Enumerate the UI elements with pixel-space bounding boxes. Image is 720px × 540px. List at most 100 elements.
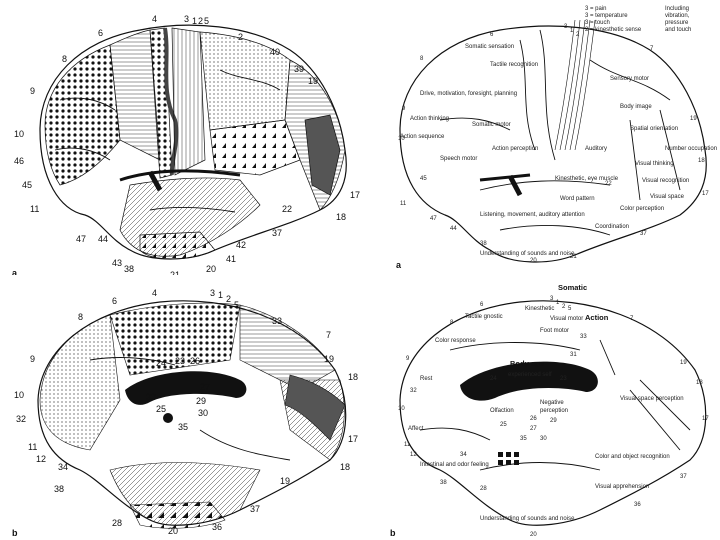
svg-text:4: 4 — [152, 288, 157, 298]
svg-text:Including: Including — [665, 6, 689, 12]
svg-text:Somatic sensation: Somatic sensation — [465, 44, 514, 50]
svg-text:30: 30 — [198, 408, 208, 418]
svg-text:1: 1 — [218, 290, 223, 300]
svg-text:41: 41 — [226, 254, 236, 264]
svg-text:24: 24 — [156, 358, 166, 368]
svg-text:32: 32 — [410, 388, 417, 394]
svg-text:25: 25 — [156, 404, 166, 414]
panel-b-medial-functions: Somatic Tactile gnostic Kinesthetic Visu… — [380, 280, 720, 540]
svg-text:Foot motor: Foot motor — [540, 328, 569, 334]
svg-text:26: 26 — [190, 356, 200, 366]
svg-text:3 = temperature: 3 = temperature — [585, 13, 628, 19]
svg-text:38: 38 — [440, 480, 447, 486]
svg-text:2 = kinesthetic sense: 2 = kinesthetic sense — [585, 27, 642, 33]
svg-text:21: 21 — [170, 270, 180, 275]
svg-text:37: 37 — [640, 231, 647, 237]
svg-text:8: 8 — [78, 312, 83, 322]
svg-text:20: 20 — [206, 264, 216, 274]
svg-text:22: 22 — [282, 204, 292, 214]
svg-text:1: 1 — [192, 16, 197, 26]
svg-text:33: 33 — [146, 392, 156, 402]
svg-text:and touch: and touch — [665, 27, 691, 33]
svg-text:31: 31 — [570, 352, 577, 358]
svg-text:18: 18 — [696, 380, 703, 386]
svg-text:11: 11 — [28, 442, 37, 452]
svg-text:45: 45 — [420, 176, 427, 182]
svg-text:Visual apprehension: Visual apprehension — [595, 484, 649, 490]
panel-letter: b — [390, 528, 396, 538]
function-labels: Somatic sensation Tactile recognition Dr… — [400, 44, 717, 257]
svg-text:experienced self: experienced self — [508, 372, 552, 378]
svg-text:9: 9 — [402, 106, 406, 112]
svg-text:Coordination: Coordination — [595, 224, 629, 230]
svg-text:47: 47 — [430, 216, 437, 222]
svg-text:20: 20 — [530, 258, 537, 264]
svg-text:Body image: Body image — [620, 104, 652, 110]
svg-text:Understanding of sounds and no: Understanding of sounds and noise — [480, 251, 575, 257]
svg-text:4: 4 — [152, 14, 157, 24]
panel-b-medial-areas: 6 4 3 1 2 5 8 33 7 9 19 18 10 24 23 26 3… — [0, 280, 360, 540]
svg-text:45: 45 — [22, 180, 32, 190]
svg-text:29: 29 — [196, 396, 206, 406]
svg-text:Spatial orientation: Spatial orientation — [630, 126, 678, 132]
svg-text:38: 38 — [124, 264, 134, 274]
svg-text:6: 6 — [112, 296, 117, 306]
svg-text:44: 44 — [98, 234, 108, 244]
svg-text:Tactile recognition: Tactile recognition — [490, 62, 538, 68]
svg-text:43: 43 — [112, 258, 122, 268]
svg-text:27: 27 — [530, 426, 537, 432]
svg-text:35: 35 — [178, 422, 188, 432]
svg-text:38: 38 — [54, 484, 64, 494]
svg-text:10: 10 — [14, 390, 24, 400]
svg-text:20: 20 — [168, 526, 178, 536]
svg-text:27: 27 — [200, 382, 210, 392]
svg-text:9: 9 — [30, 354, 35, 364]
svg-text:9: 9 — [30, 86, 35, 96]
svg-text:Understanding of sounds and no: Understanding of sounds and noise — [480, 516, 575, 522]
svg-text:perception: perception — [540, 408, 568, 414]
svg-text:30: 30 — [540, 436, 547, 442]
svg-text:23: 23 — [560, 376, 567, 382]
svg-text:18: 18 — [336, 212, 346, 222]
svg-text:Olfaction: Olfaction — [490, 408, 514, 414]
legend: 3 = pain 3 = temperature 3 = touch 2 = k… — [585, 6, 691, 33]
svg-text:Action sequence: Action sequence — [400, 134, 445, 140]
svg-text:47: 47 — [76, 234, 86, 244]
svg-text:8: 8 — [420, 56, 424, 62]
panel-a-lateral-functions: 3 = pain 3 = temperature 3 = touch 2 = k… — [380, 0, 720, 275]
svg-text:28: 28 — [112, 518, 122, 528]
svg-text:33: 33 — [272, 316, 282, 326]
svg-text:2: 2 — [238, 32, 243, 42]
svg-text:34: 34 — [460, 452, 467, 458]
svg-text:7: 7 — [630, 316, 634, 322]
svg-text:6: 6 — [490, 32, 494, 38]
svg-text:36: 36 — [212, 522, 222, 532]
svg-text:7: 7 — [650, 46, 654, 52]
svg-text:10: 10 — [14, 129, 24, 139]
svg-text:12: 12 — [36, 454, 46, 464]
svg-text:Visual space perception: Visual space perception — [620, 396, 684, 402]
svg-text:17: 17 — [702, 416, 709, 422]
svg-text:10: 10 — [398, 406, 405, 412]
svg-text:23: 23 — [175, 356, 185, 366]
svg-text:Affect: Affect — [408, 426, 424, 432]
svg-text:18: 18 — [340, 462, 350, 472]
svg-text:Intestinal and odor feeling: Intestinal and odor feeling — [420, 462, 489, 468]
svg-text:Visual thinking: Visual thinking — [635, 161, 674, 167]
svg-text:19: 19 — [690, 116, 697, 122]
frontal-area — [45, 45, 120, 185]
svg-text:42: 42 — [236, 240, 246, 250]
brain-medial-map: 6 4 3 1 2 5 8 33 7 9 19 18 10 24 23 26 3… — [0, 280, 360, 540]
svg-text:10: 10 — [398, 136, 405, 142]
svg-text:Speech motor: Speech motor — [440, 156, 477, 162]
brain-lateral-map: 4 3 1 2 5 6 2 40 8 39 19 9 10 46 17 45 1… — [0, 0, 360, 275]
svg-text:6: 6 — [98, 28, 103, 38]
svg-text:11: 11 — [404, 442, 411, 448]
svg-text:19: 19 — [324, 354, 334, 364]
svg-text:37: 37 — [272, 228, 282, 238]
svg-text:Auditory: Auditory — [585, 146, 607, 152]
svg-text:32: 32 — [16, 414, 26, 424]
svg-text:Color response: Color response — [435, 338, 476, 344]
svg-text:Action: Action — [585, 313, 609, 322]
svg-text:Number occupation: Number occupation — [665, 146, 717, 152]
